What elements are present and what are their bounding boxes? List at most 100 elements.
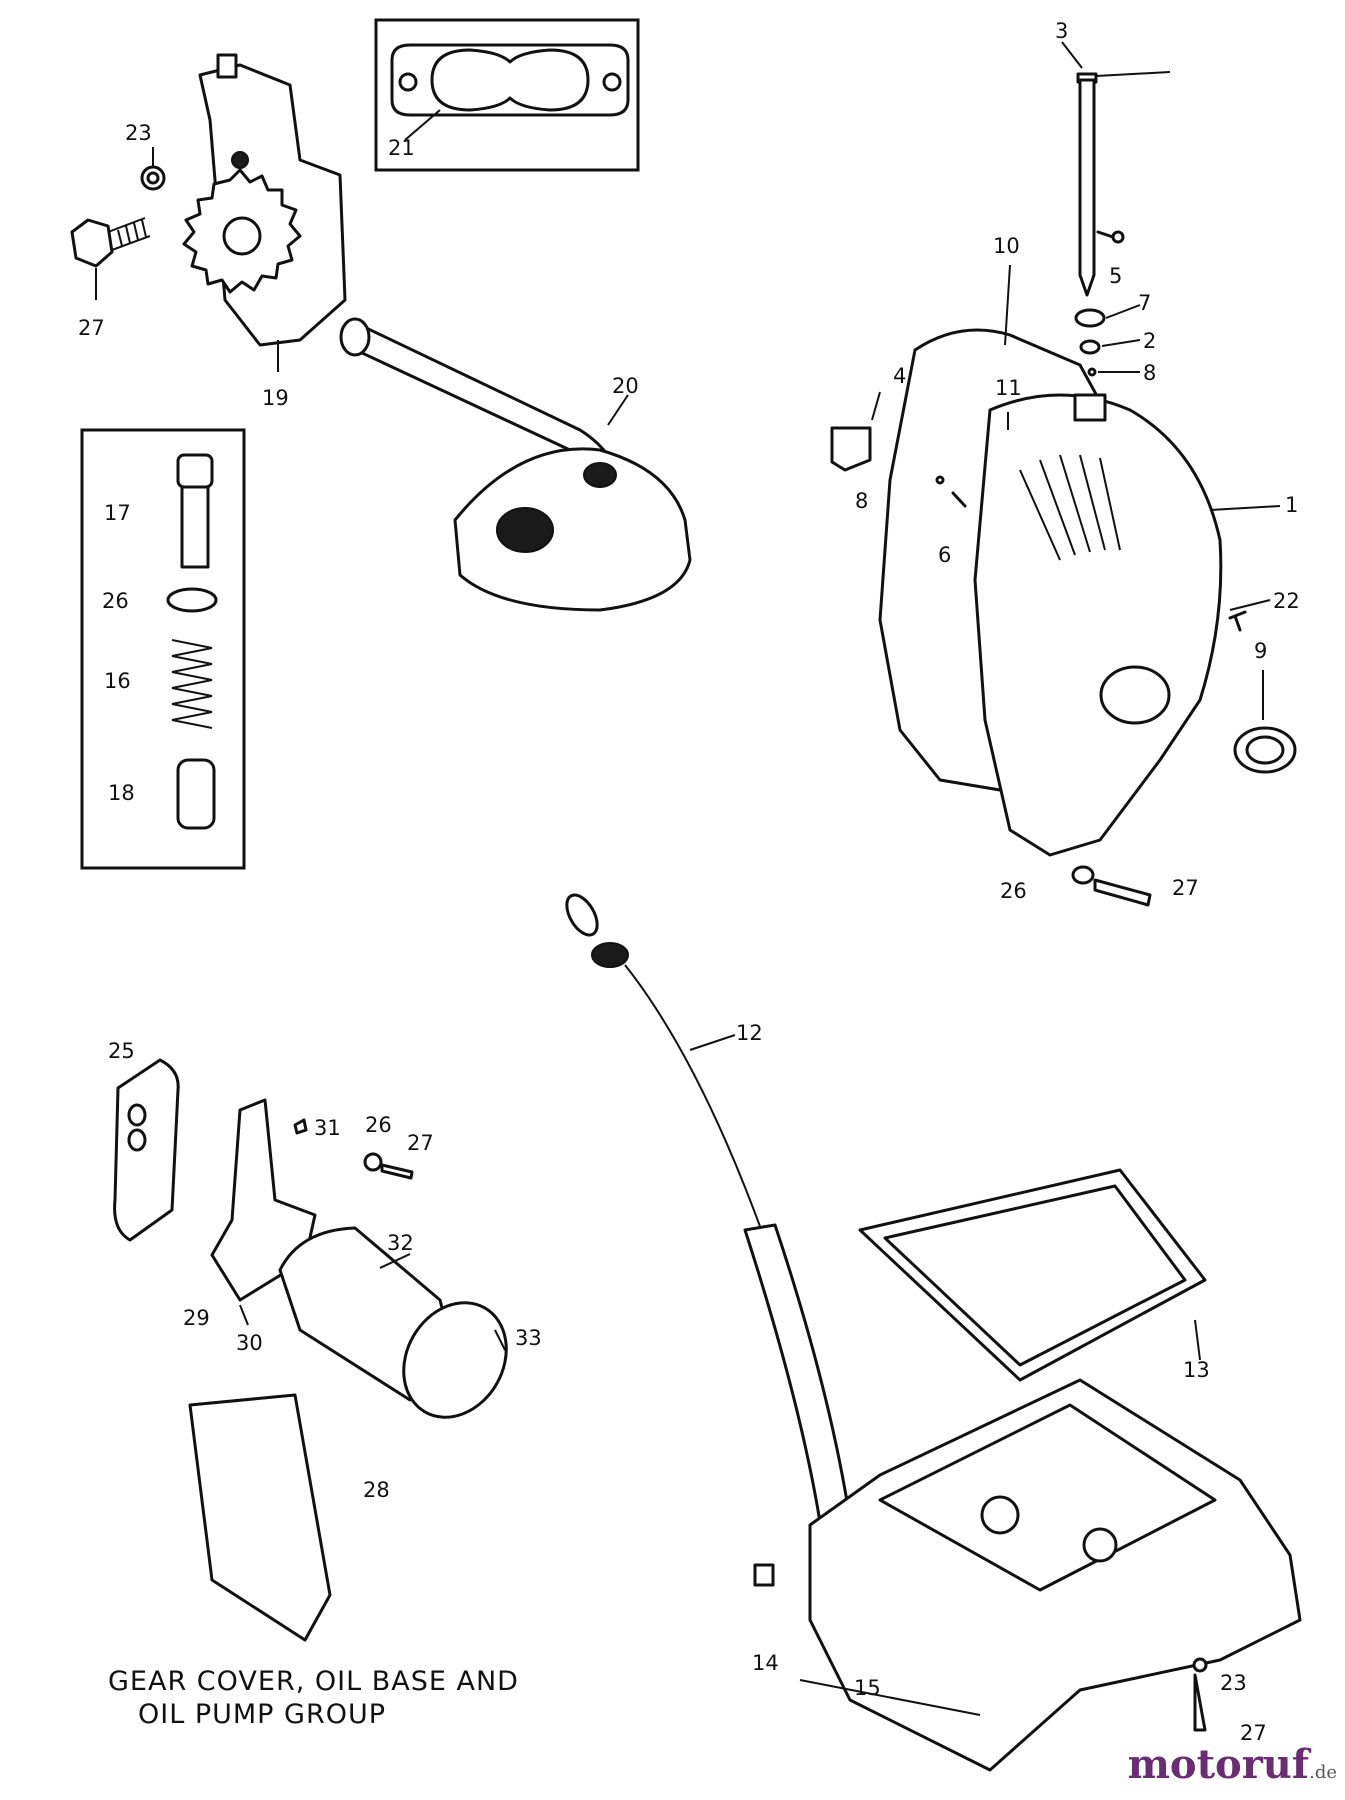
- shaft-seal: [1074, 308, 1106, 328]
- cover-dowel: [1228, 610, 1247, 632]
- pump-port: [231, 151, 249, 169]
- governor-shaft: [1078, 78, 1096, 297]
- callout-20: 20: [612, 374, 639, 398]
- gasket-bolt-hole-right: [602, 72, 622, 92]
- bolt-head: [70, 218, 114, 268]
- oil-base-leader: [799, 1679, 981, 1716]
- callout-27b: 27: [78, 316, 105, 340]
- drain-plug: [753, 1563, 775, 1587]
- callout-30: 30: [236, 1331, 263, 1355]
- callout-18: 18: [108, 781, 135, 805]
- oil-base-assembly: [753, 1168, 1302, 1772]
- gear-cover: [973, 393, 1223, 857]
- callout-16: 16: [104, 669, 131, 693]
- callout-10: 10: [993, 234, 1020, 258]
- pump-top-stud: [216, 53, 238, 79]
- callout-13: 13: [1183, 1358, 1210, 1382]
- cover-top-boss: [1073, 393, 1107, 422]
- callout-5: 5: [1109, 264, 1122, 288]
- cover-bolt: [1093, 878, 1152, 907]
- callout-labels: 3 5 7 2 8 10 4 11 8 6 1 22 9 26 27 23 27…: [78, 19, 1300, 1745]
- dowel-pin: [951, 491, 967, 508]
- callout-32: 32: [387, 1231, 414, 1255]
- diagram-caption: GEAR COVER, OIL BASE AND OIL PUMP GROUP: [108, 1665, 519, 1731]
- adapter-washer: [363, 1152, 383, 1172]
- callout-15: 15: [854, 1676, 881, 1700]
- filter-gasket-ring: [402, 1301, 508, 1419]
- shaft-nut: [1079, 339, 1101, 355]
- callout-22: 22: [1273, 589, 1300, 613]
- callout-25: 25: [108, 1039, 135, 1063]
- pickup-inlet-hole-2: [583, 462, 617, 488]
- governor-shaft-group: [830, 41, 1297, 907]
- callout-26a: 26: [1000, 879, 1027, 903]
- breather-bracket: [830, 426, 872, 472]
- dipstick-handle: [565, 893, 599, 937]
- oil-base-sump: [878, 1403, 1217, 1592]
- pump-gear-hub: [222, 216, 262, 256]
- watermark-tld: .de: [1309, 1762, 1337, 1783]
- base-bolt: [1193, 1673, 1207, 1732]
- callout-17: 17: [104, 501, 131, 525]
- dipstick-tube: [743, 1223, 852, 1524]
- oil-pump-assembly: [70, 53, 347, 372]
- base-washer: [1192, 1657, 1208, 1673]
- pickup-screen-cap: [453, 447, 692, 612]
- watermark-logo: motoruf.de: [1128, 1741, 1337, 1788]
- oil-base-gasket-inner: [883, 1184, 1187, 1367]
- pump-bolt: [70, 217, 151, 268]
- dipstick-blade: [624, 964, 766, 1241]
- gasket-bolt-hole-left: [398, 72, 418, 92]
- dipstick-assembly: [565, 893, 852, 1524]
- callout-11: 11: [995, 376, 1022, 400]
- callout-27a: 27: [1172, 876, 1199, 900]
- relief-valve-group: [80, 428, 246, 870]
- sump-hole-1: [980, 1495, 1020, 1535]
- valve-plug-thread: [180, 485, 210, 569]
- filter-adapter-gasket: [113, 1058, 180, 1242]
- callout-1: 1: [1285, 493, 1298, 517]
- callout-23b: 23: [1220, 1671, 1247, 1695]
- pickup-inlet-hole: [496, 507, 554, 553]
- adapter-bolt: [380, 1163, 414, 1180]
- callout-8a: 8: [1143, 361, 1156, 385]
- cover-washer: [1071, 865, 1095, 885]
- callout-26b: 26: [102, 589, 129, 613]
- callout-21: 21: [388, 136, 415, 160]
- callout-8b: 8: [855, 489, 868, 513]
- adapter-plug: [293, 1118, 308, 1135]
- gasket-inset-box: [374, 18, 640, 172]
- callout-12: 12: [736, 1021, 763, 1045]
- gasket-opening: [430, 48, 590, 112]
- cover-crank-bore: [1099, 665, 1171, 725]
- pickup-tube-end: [339, 317, 371, 357]
- callout-26c: 26: [365, 1113, 392, 1137]
- callout-23a: 23: [125, 121, 152, 145]
- relief-valve-piston: [176, 758, 216, 830]
- callout-33: 33: [515, 1326, 542, 1350]
- callout-27d: 27: [407, 1131, 434, 1155]
- filter-deflector: [188, 1393, 332, 1642]
- shaft-pin: [1087, 367, 1097, 377]
- callout-19: 19: [262, 386, 289, 410]
- relief-spring: [171, 639, 213, 729]
- callout-31: 31: [314, 1116, 341, 1140]
- callout-27c: 27: [1240, 1721, 1267, 1745]
- callout-29: 29: [183, 1306, 210, 1330]
- caption-line-1: GEAR COVER, OIL BASE AND: [108, 1666, 519, 1697]
- callout-2: 2: [1143, 329, 1156, 353]
- oil-pickup-assembly: [339, 317, 692, 612]
- callout-4: 4: [893, 364, 906, 388]
- oil-pump-gasket-group: [374, 18, 640, 172]
- sump-hole-2: [1082, 1527, 1118, 1563]
- callout-6: 6: [938, 543, 951, 567]
- watermark-brand: motoruf: [1127, 1741, 1310, 1788]
- oil-filter-group: [113, 1058, 508, 1642]
- dipstick-cap: [591, 942, 629, 968]
- callout-7: 7: [1138, 291, 1151, 315]
- valve-plug-head: [176, 453, 214, 489]
- callout-9: 9: [1254, 639, 1267, 663]
- pump-washer-hole: [146, 171, 160, 185]
- valve-washer: [166, 587, 218, 613]
